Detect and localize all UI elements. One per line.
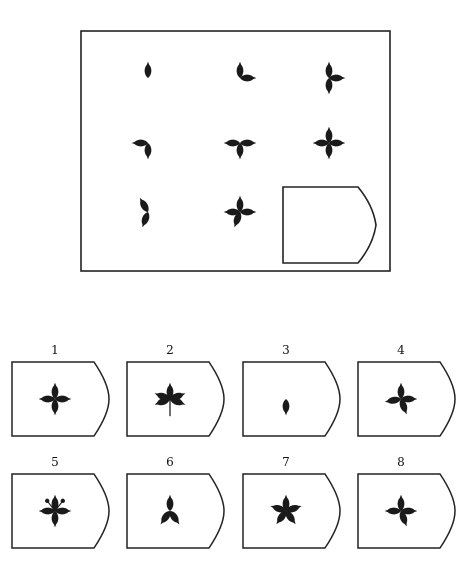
leaf-shape <box>236 195 244 212</box>
leaf-shape <box>399 399 408 415</box>
leaf-shape <box>131 139 148 147</box>
leaf-shape <box>223 139 240 147</box>
answer-label: 3 <box>282 343 290 357</box>
leaf-shape <box>236 61 244 78</box>
answer-label: 2 <box>166 343 174 357</box>
leaf-shape <box>51 399 59 416</box>
grid-figure-2 <box>236 61 257 82</box>
grid-figure-6 <box>312 126 346 160</box>
leaf-shape <box>240 74 257 82</box>
answer-option-box[interactable] <box>242 361 341 437</box>
leaf-shape <box>401 395 418 403</box>
leaf-shape <box>139 197 149 212</box>
leaf-shape <box>55 395 72 403</box>
leaf-shape <box>160 511 171 525</box>
leaf-shape <box>329 139 346 147</box>
answer-label: 4 <box>397 343 405 357</box>
answer-figure-6 <box>160 494 180 525</box>
leaf-shape <box>51 511 59 528</box>
leaf-shape <box>236 143 244 160</box>
answer-label: 7 <box>282 455 290 469</box>
answer-label: 6 <box>166 455 174 469</box>
leaf-shape <box>325 126 333 143</box>
leaf-shape <box>384 507 401 515</box>
leaf-shape <box>144 61 152 78</box>
question-frame <box>80 30 391 272</box>
answer-figure-1 <box>38 382 72 416</box>
leaf-shape <box>154 397 170 406</box>
missing-cell-box[interactable] <box>282 186 377 264</box>
leaf-shape <box>38 507 55 515</box>
leaf-shape <box>166 382 174 399</box>
leaf-shape <box>325 61 333 78</box>
leaf-shape <box>144 143 152 160</box>
leaf-shape <box>397 382 405 399</box>
answer-figure-4 <box>384 382 418 415</box>
leaf-shape <box>51 382 59 399</box>
grid-figure-4 <box>131 139 152 160</box>
answer-label: 1 <box>51 343 59 357</box>
leaf-shape <box>223 208 240 216</box>
leaf-shape <box>329 74 346 82</box>
leaf-shape <box>399 511 408 527</box>
answer-label: 8 <box>397 455 405 469</box>
leaf-shape <box>170 397 186 406</box>
leaf-shape <box>286 505 302 513</box>
leaf-shape <box>397 494 405 511</box>
leaf-shape <box>312 139 329 147</box>
leaf-shape <box>282 399 290 416</box>
leaf-shape <box>38 395 55 403</box>
leaf-shape <box>169 511 180 525</box>
answer-options <box>11 361 456 549</box>
leaf-shape <box>233 212 242 228</box>
answer-figure-8 <box>384 494 418 527</box>
leaf-shape <box>240 208 257 216</box>
answer-figure-7 <box>270 494 302 525</box>
answer-figure-2 <box>154 382 186 417</box>
leaf-shape <box>141 212 150 228</box>
answer-option-box[interactable] <box>126 473 225 549</box>
question-grid <box>131 61 346 228</box>
leaf-shape <box>270 505 286 513</box>
stamen-dot <box>45 498 50 504</box>
grid-figure-3 <box>325 61 346 95</box>
leaf-shape <box>282 494 290 511</box>
grid-figure-8 <box>223 195 257 228</box>
leaf-shape <box>285 511 296 525</box>
leaf-shape <box>55 507 72 515</box>
leaf-shape <box>384 396 401 404</box>
leaf-shape <box>51 494 59 511</box>
grid-figure-5 <box>223 139 257 160</box>
answer-label: 5 <box>51 455 59 469</box>
grid-figure-7 <box>139 197 150 228</box>
leaf-shape <box>325 78 333 95</box>
leaf-shape <box>276 511 287 525</box>
leaf-shape <box>240 139 257 147</box>
answer-figure-5 <box>38 494 72 528</box>
stamen-dot <box>60 498 65 504</box>
grid-figure-1 <box>144 61 152 78</box>
answer-figure-3 <box>282 399 290 416</box>
leaf-shape <box>325 143 333 160</box>
leaf-shape <box>166 494 174 511</box>
leaf-shape <box>401 507 418 515</box>
